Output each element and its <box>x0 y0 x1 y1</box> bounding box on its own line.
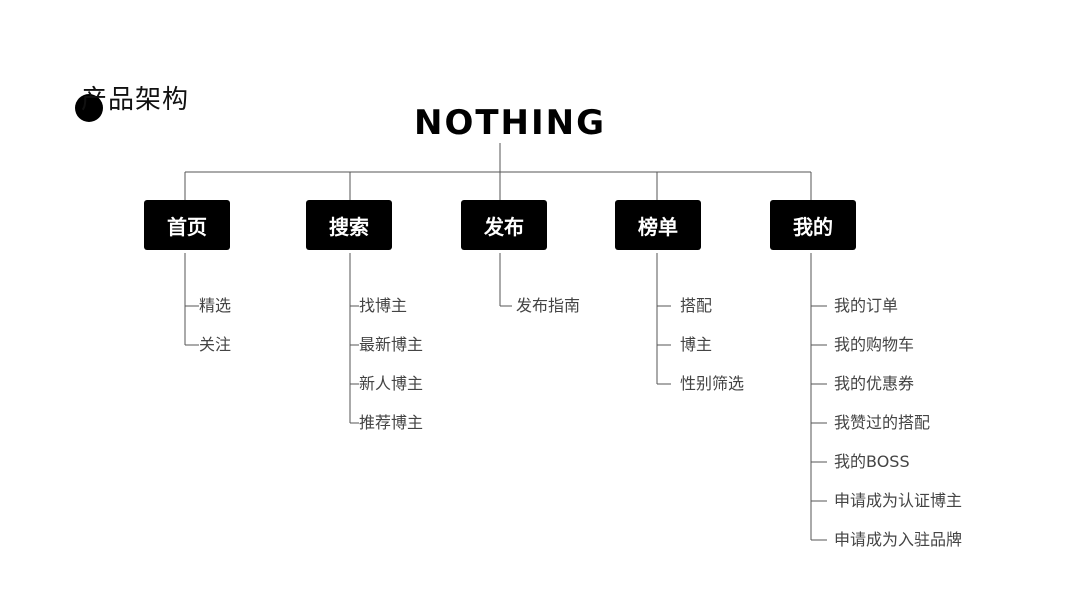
sub-item[interactable]: 博主 <box>680 335 713 354</box>
sub-item[interactable]: 搭配 <box>680 296 713 315</box>
category-label: 我的 <box>793 214 833 239</box>
sub-item[interactable]: 发布指南 <box>516 296 581 315</box>
category-home[interactable]: 首页 <box>144 200 230 250</box>
category-publish[interactable]: 发布 <box>461 200 547 250</box>
decorative-dot <box>75 94 103 122</box>
sub-item[interactable]: 性别筛选 <box>680 374 745 393</box>
category-label: 搜索 <box>329 214 369 239</box>
category-label: 榜单 <box>638 214 678 239</box>
category-search[interactable]: 搜索 <box>306 200 392 250</box>
sub-item[interactable]: 找博主 <box>359 296 408 315</box>
category-label: 发布 <box>484 214 524 239</box>
sub-item[interactable]: 我赞过的搭配 <box>834 413 931 432</box>
sub-item[interactable]: 最新博主 <box>359 335 424 354</box>
page-title: 产品架构 <box>81 85 190 115</box>
category-mine[interactable]: 我的 <box>770 200 856 250</box>
sub-item[interactable]: 新人博主 <box>359 374 424 393</box>
brand-root-node: NOTHING <box>413 103 607 143</box>
category-ranking[interactable]: 榜单 <box>615 200 701 250</box>
sub-item[interactable]: 我的BOSS <box>834 452 910 471</box>
category-label: 首页 <box>167 214 207 239</box>
sub-item[interactable]: 推荐博主 <box>359 413 424 432</box>
sub-item[interactable]: 申请成为认证博主 <box>834 491 963 510</box>
sub-item[interactable]: 精选 <box>199 296 232 315</box>
sub-item[interactable]: 关注 <box>199 335 232 354</box>
sub-item[interactable]: 申请成为入驻品牌 <box>834 530 963 549</box>
sub-item[interactable]: 我的订单 <box>834 296 899 315</box>
sub-item[interactable]: 我的购物车 <box>834 335 915 354</box>
sub-item[interactable]: 我的优惠券 <box>834 374 915 393</box>
